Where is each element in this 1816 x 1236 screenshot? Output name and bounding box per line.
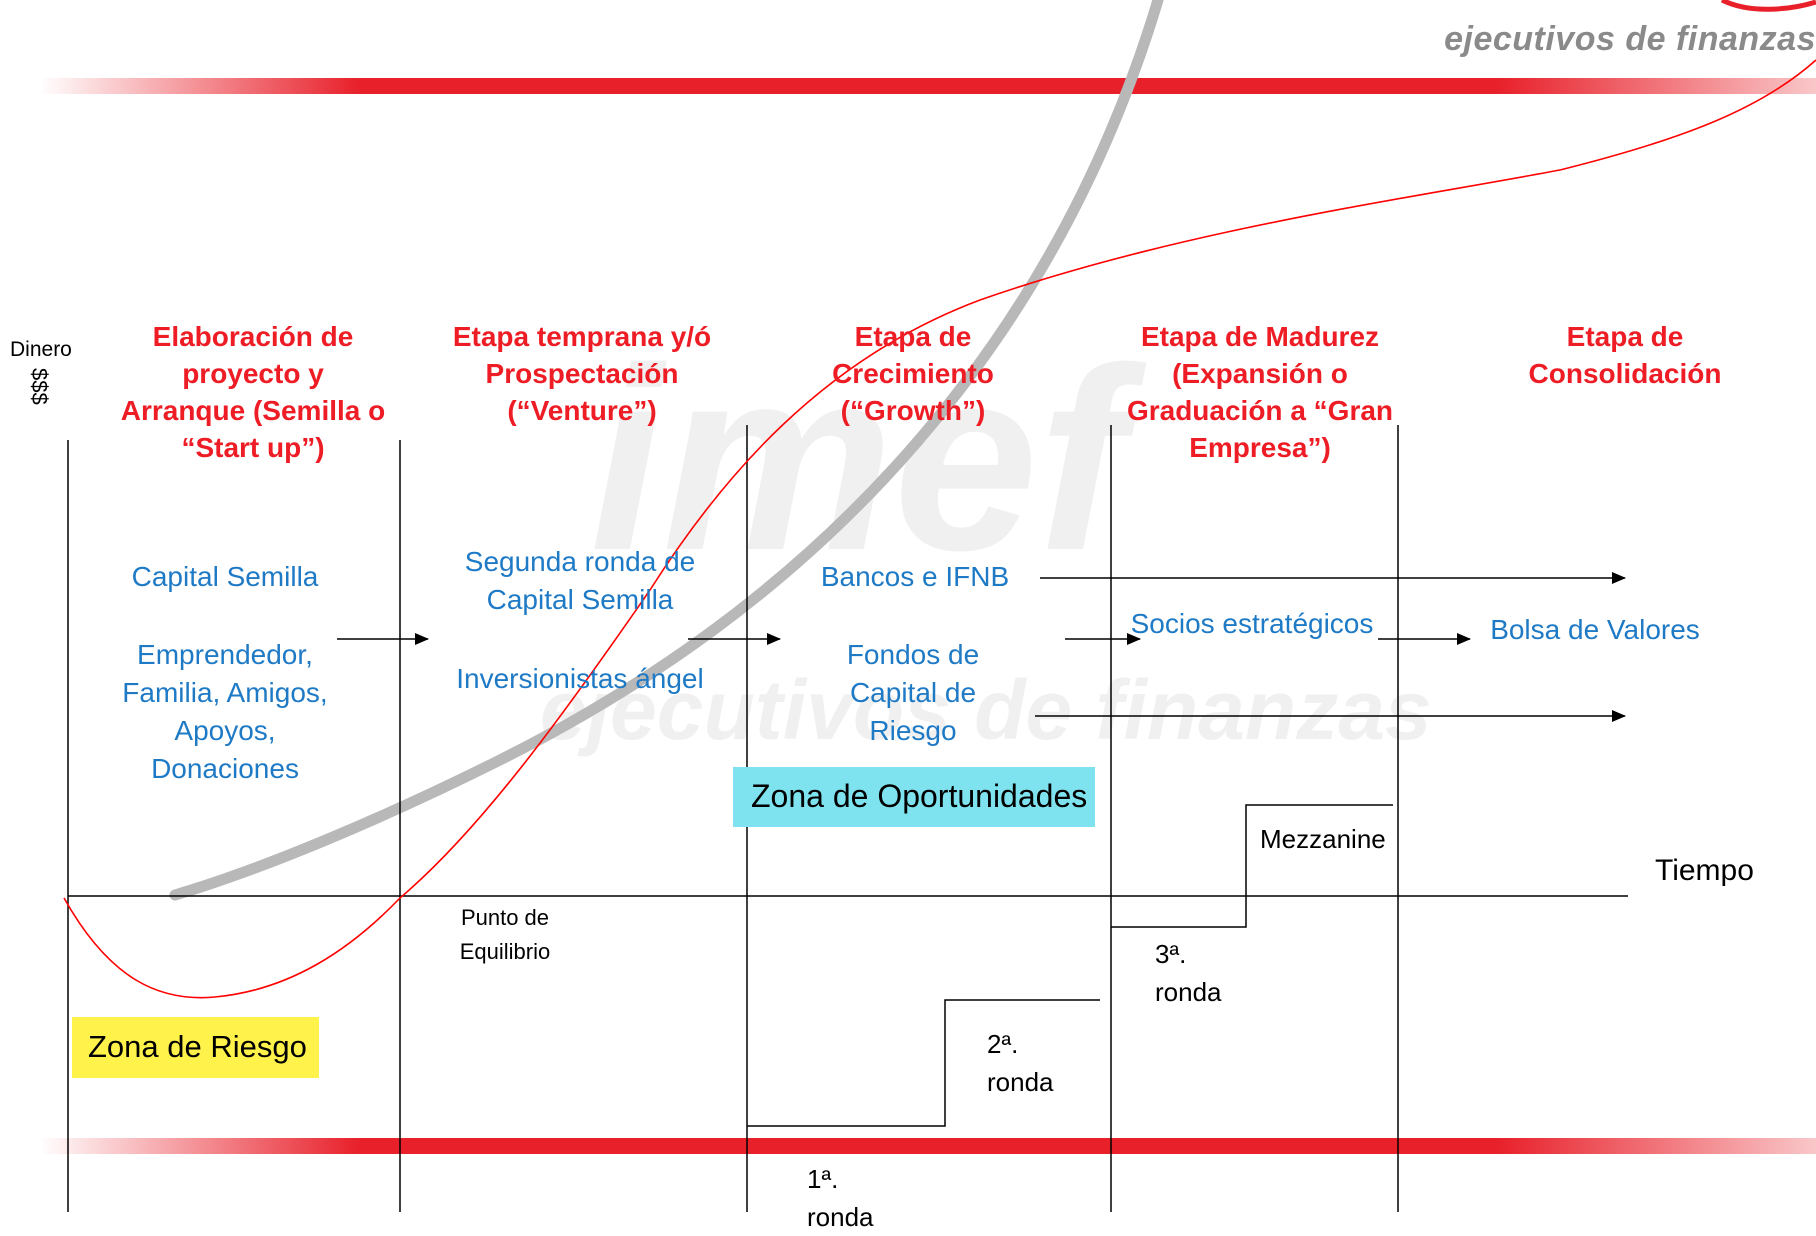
source-socios: Socios estratégicos bbox=[1130, 608, 1374, 639]
source-emprendedor: Emprendedor, Familia, Amigos, Apoyos, Do… bbox=[122, 639, 328, 784]
y-axis-label: Dinero bbox=[10, 338, 72, 361]
source-bancos: Bancos e IFNB bbox=[820, 561, 1010, 592]
grey-swoosh bbox=[169, 0, 1164, 901]
stage-title-3: Etapa de Crecimiento (“Growth”) bbox=[832, 321, 994, 426]
round-2: 2ª. ronda bbox=[987, 1029, 1054, 1097]
zone-riesgo: Zona de Riesgo bbox=[72, 1017, 319, 1078]
round-3: 3ª. ronda bbox=[1155, 939, 1222, 1007]
header-red-bar bbox=[40, 78, 1816, 94]
round-mezzanine: Mezzanine bbox=[1260, 824, 1386, 854]
stage-title-2: Etapa temprana y/ó Prospectación (“Ventu… bbox=[452, 321, 712, 426]
source-bolsa: Bolsa de Valores bbox=[1490, 614, 1700, 645]
funding-steps bbox=[747, 999, 1100, 1127]
footer-red-bar bbox=[40, 1138, 1816, 1154]
round-1: 1ª. ronda bbox=[807, 1164, 874, 1232]
zone-oportunidades: Zona de Oportunidades bbox=[733, 767, 1096, 827]
y-axis-unit: $$$ bbox=[27, 368, 52, 405]
source-inversionistas: Inversionistas ángel bbox=[456, 663, 704, 694]
x-axis-label: Tiempo bbox=[1655, 854, 1754, 887]
red-swoosh-top bbox=[1720, 0, 1816, 12]
watermark-text: ejecutivos de finanzas bbox=[540, 663, 1432, 757]
stage-title-1: Elaboración de proyecto y Arranque (Semi… bbox=[120, 321, 386, 463]
source-capital-semilla: Capital Semilla bbox=[131, 561, 319, 592]
source-fondos: Fondos de Capital de Riesgo bbox=[846, 639, 980, 746]
source-segunda-ronda: Segunda ronda de Capital Semilla bbox=[464, 546, 696, 615]
break-even-label: Punto de Equilibrio bbox=[459, 905, 551, 964]
stage-title-4: Etapa de Madurez (Expansión o Graduación… bbox=[1126, 321, 1394, 463]
brand-tagline: ejecutivos de finanzas bbox=[1444, 20, 1816, 58]
stage-title-5: Etapa de Consolidación bbox=[1528, 321, 1722, 389]
money-curve bbox=[63, 59, 1816, 999]
funding-steps-upper bbox=[1111, 804, 1393, 928]
